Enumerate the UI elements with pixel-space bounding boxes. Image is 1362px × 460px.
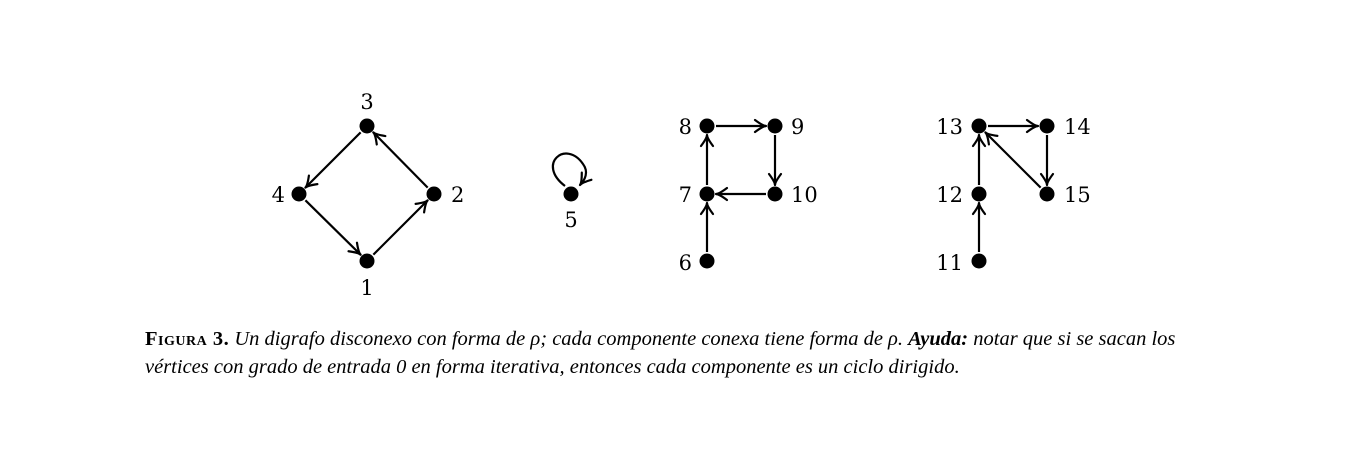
node-14 — [1039, 118, 1055, 134]
node-label-13: 13 — [936, 115, 963, 139]
edge-10-7 — [714, 186, 766, 202]
edge-9-10 — [767, 135, 783, 187]
caption-text: Un digrafo disconexo con forma de ρ; cad… — [234, 328, 904, 350]
nodes-layer — [291, 118, 1055, 269]
node-label-7: 7 — [679, 183, 692, 207]
node-label-5: 5 — [564, 208, 577, 232]
figure-caption: Figura 3. Un digrafo disconexo con forma… — [145, 325, 1225, 381]
node-6 — [699, 253, 715, 269]
node-label-4: 4 — [272, 183, 285, 207]
node-2 — [426, 186, 442, 202]
edge-5-5 — [551, 152, 593, 187]
node-label-15: 15 — [1064, 183, 1091, 207]
node-label-2: 2 — [451, 183, 464, 207]
node-1 — [359, 253, 375, 269]
node-7 — [699, 186, 715, 202]
node-label-11: 11 — [936, 251, 963, 275]
node-label-10: 10 — [791, 183, 818, 207]
edge-7-8 — [699, 133, 715, 185]
node-5 — [563, 186, 579, 202]
edge-1-2 — [372, 199, 429, 256]
edge-3-4 — [304, 131, 362, 189]
caption-hint-label: Ayuda: — [908, 328, 969, 350]
caption-hint-text: notar que si se sacan los vértices con g… — [145, 328, 1176, 378]
node-10 — [767, 186, 783, 202]
edge-15-13 — [984, 131, 1042, 189]
node-label-1: 1 — [360, 276, 373, 300]
node-label-6: 6 — [679, 251, 692, 275]
edge-2-3 — [372, 131, 429, 189]
node-12 — [971, 186, 987, 202]
node-label-12: 12 — [936, 183, 963, 207]
node-4 — [291, 186, 307, 202]
node-8 — [699, 118, 715, 134]
node-11 — [971, 253, 987, 269]
edge-12-13 — [971, 133, 987, 185]
edge-4-1 — [304, 199, 362, 256]
node-label-3: 3 — [360, 90, 373, 114]
node-9 — [767, 118, 783, 134]
node-label-9: 9 — [791, 115, 804, 139]
edge-6-7 — [699, 201, 715, 252]
edges-layer — [304, 118, 1055, 256]
node-3 — [359, 118, 375, 134]
edge-13-14 — [988, 118, 1040, 134]
node-label-14: 14 — [1064, 115, 1091, 139]
edge-11-12 — [971, 201, 987, 252]
node-label-8: 8 — [679, 115, 692, 139]
edge-8-9 — [716, 118, 768, 134]
edge-14-15 — [1039, 135, 1055, 187]
node-15 — [1039, 186, 1055, 202]
node-13 — [971, 118, 987, 134]
caption-label: Figura 3. — [145, 328, 230, 350]
